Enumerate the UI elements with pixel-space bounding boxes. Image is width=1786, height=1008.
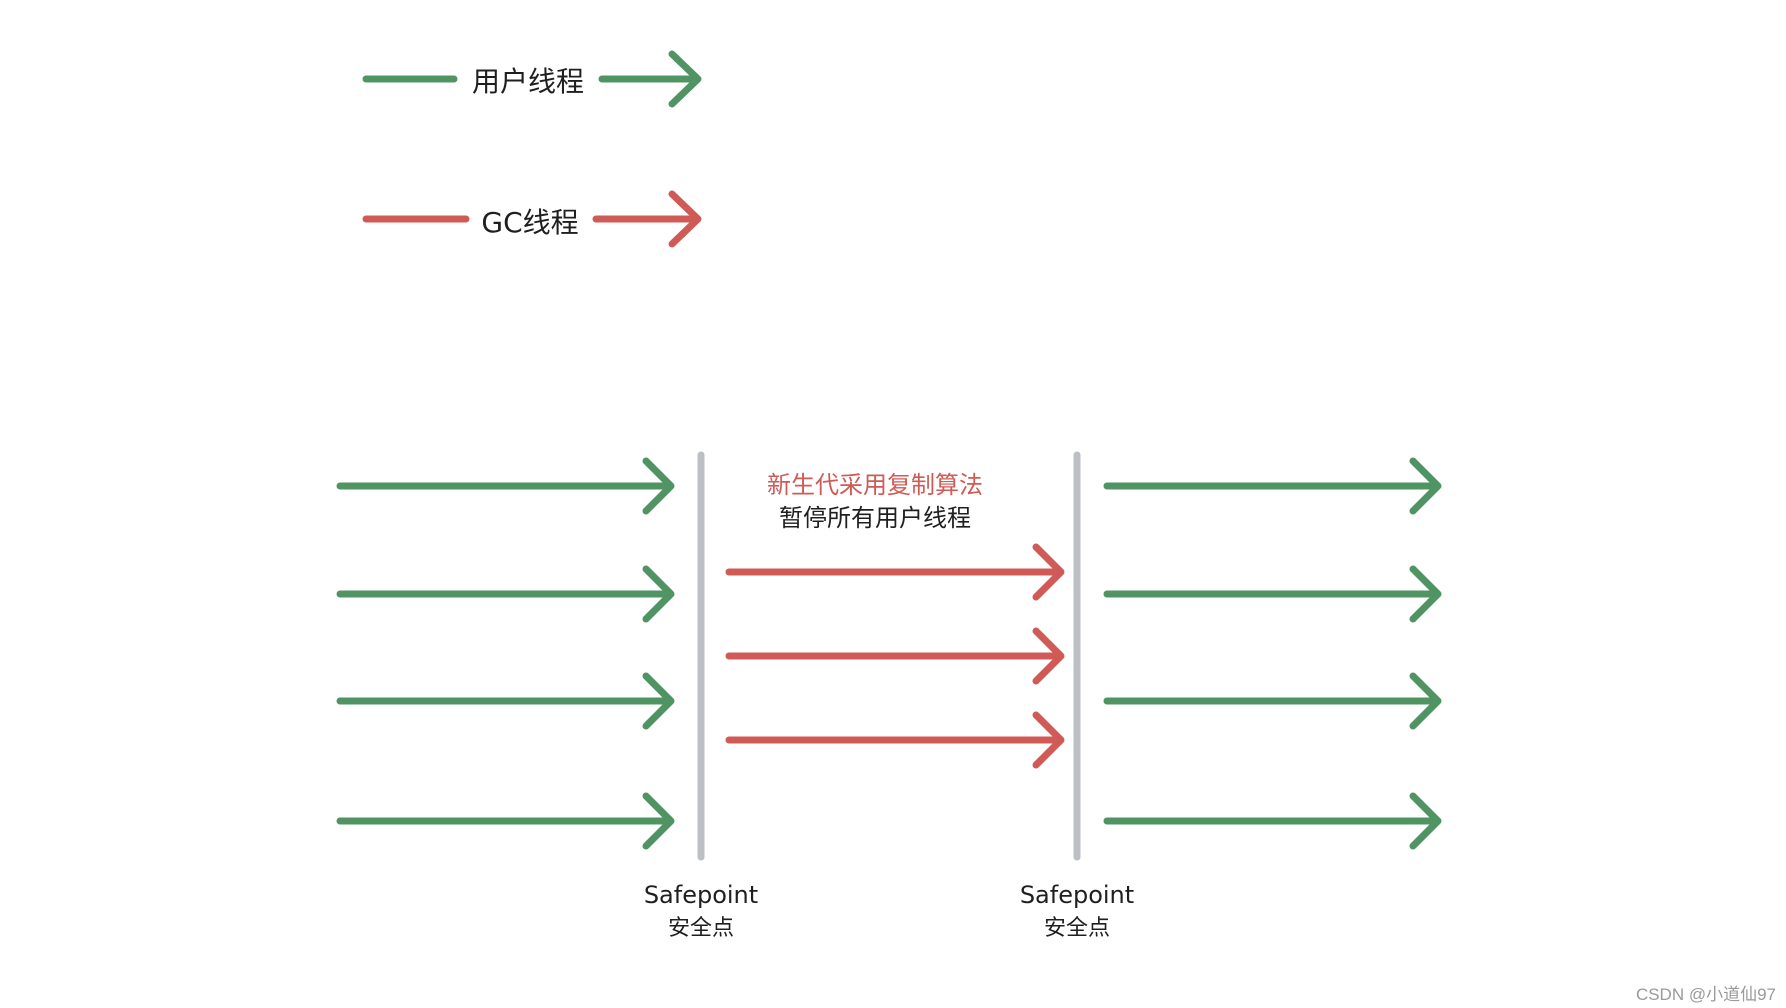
annotation-line-2: 暂停所有用户线程 xyxy=(779,504,971,532)
user-thread-arrow xyxy=(336,457,675,515)
gc-threads xyxy=(725,543,1065,769)
user-thread-arrow xyxy=(1103,792,1442,850)
safepoint-1-label-zh: 安全点 xyxy=(668,916,734,941)
user-thread-arrow xyxy=(336,565,675,623)
legend-gc-thread: GC线程 xyxy=(362,190,702,248)
user-thread-arrow xyxy=(1103,672,1442,730)
user-threads-after xyxy=(1103,457,1442,850)
safepoint-2-label-en: Safepoint xyxy=(1020,881,1134,909)
user-threads-before xyxy=(336,457,675,850)
user-thread-arrow xyxy=(1103,457,1442,515)
safepoint-1-label-en: Safepoint xyxy=(644,881,758,909)
legend-user-label: 用户线程 xyxy=(472,65,584,98)
legend-user-thread: 用户线程 xyxy=(362,50,702,108)
gc-thread-arrow xyxy=(725,711,1065,769)
gc-thread-arrow xyxy=(725,543,1065,601)
legend-user-arrowhead xyxy=(668,50,702,108)
watermark: CSDN @小道仙97 xyxy=(1636,985,1776,1004)
legend-gc-label: GC线程 xyxy=(481,206,578,239)
user-thread-arrow xyxy=(336,672,675,730)
gc-thread-arrow xyxy=(725,627,1065,685)
user-thread-arrow xyxy=(1103,565,1442,623)
annotation-line-1: 新生代采用复制算法 xyxy=(767,471,983,499)
legend-gc-arrowhead xyxy=(668,190,702,248)
user-thread-arrow xyxy=(336,792,675,850)
safepoint-2-label-zh: 安全点 xyxy=(1044,916,1110,941)
